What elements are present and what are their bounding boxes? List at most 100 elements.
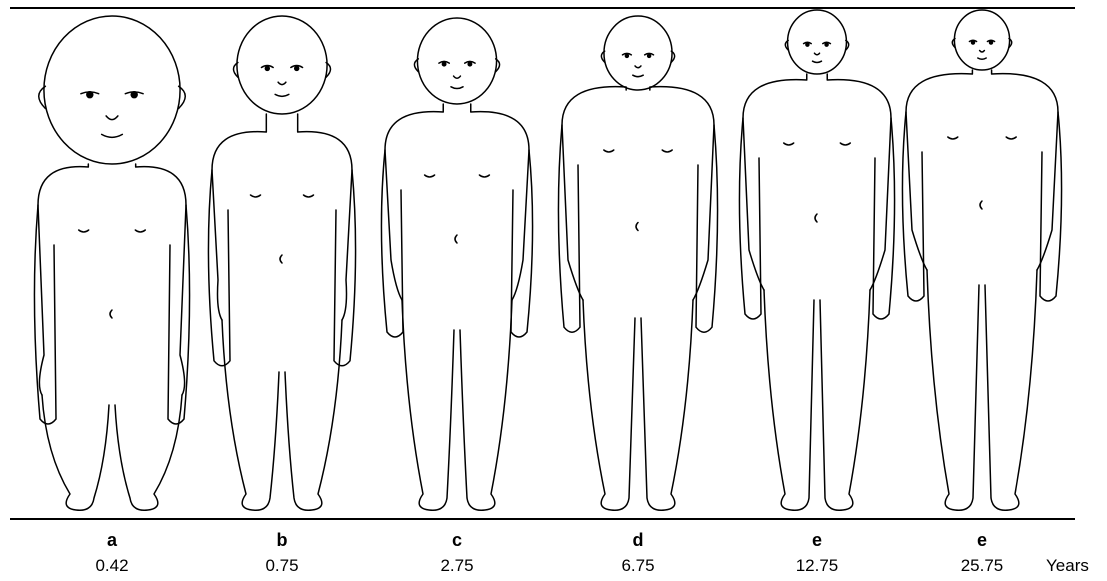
left-arm — [34, 205, 56, 424]
right-nipple — [1006, 137, 1016, 139]
left-leg — [583, 300, 635, 510]
right-arm — [511, 150, 533, 337]
left-pupil — [625, 54, 628, 57]
torso-left — [385, 104, 443, 300]
navel — [980, 201, 982, 209]
right-nipple — [662, 150, 672, 152]
mouth — [451, 87, 463, 89]
label-b: b — [242, 530, 322, 551]
torso-right — [136, 164, 186, 395]
figure-e-adult — [902, 10, 1061, 510]
left-pupil — [806, 43, 809, 46]
right-leg — [641, 300, 693, 510]
figure-a — [34, 16, 189, 510]
torso-left — [743, 74, 807, 290]
nose — [454, 76, 461, 78]
right-leg — [460, 300, 512, 510]
left-arm — [208, 170, 230, 366]
age-b: 0.75 — [242, 556, 322, 576]
left-arm — [381, 150, 403, 337]
nose — [106, 116, 118, 120]
right-leg — [115, 395, 182, 510]
age-e-teen: 12.75 — [777, 556, 857, 576]
mouth — [978, 58, 986, 59]
mouth — [633, 75, 643, 76]
figure-e-teen — [739, 10, 894, 510]
torso-right — [992, 70, 1058, 270]
age-e-adult: 25.75 — [942, 556, 1022, 576]
label-a: a — [72, 530, 152, 551]
age-d: 6.75 — [598, 556, 678, 576]
head — [788, 10, 847, 74]
navel — [815, 214, 817, 222]
torso-left — [906, 70, 972, 270]
mouth — [275, 94, 289, 96]
left-nipple — [79, 230, 89, 232]
label-d: d — [598, 530, 678, 551]
navel — [455, 235, 457, 243]
left-arm — [739, 118, 761, 319]
left-leg — [764, 290, 814, 510]
mouth — [102, 134, 123, 137]
left-nipple — [604, 150, 614, 152]
right-leg — [820, 290, 870, 510]
left-nipple — [425, 175, 435, 177]
left-nipple — [948, 137, 958, 139]
torso-left — [212, 114, 266, 320]
head — [417, 18, 496, 104]
nose — [980, 51, 985, 53]
right-pupil — [295, 66, 299, 70]
figure-c — [381, 18, 532, 510]
right-pupil — [468, 62, 471, 65]
right-nipple — [135, 230, 145, 232]
right-pupil — [131, 92, 137, 98]
torso-right — [298, 114, 352, 320]
years-unit-label: Years — [1046, 556, 1089, 576]
right-nipple — [304, 195, 314, 197]
left-pupil — [442, 62, 445, 65]
right-leg — [985, 270, 1037, 510]
torso-left — [562, 87, 626, 300]
left-arm — [902, 112, 924, 301]
right-arm — [873, 118, 895, 319]
right-arm — [696, 125, 718, 332]
torso-right — [827, 74, 891, 290]
left-pupil — [87, 92, 93, 98]
right-arm — [168, 205, 190, 424]
right-nipple — [840, 143, 850, 145]
navel — [280, 255, 282, 263]
right-pupil — [648, 54, 651, 57]
torso-left — [38, 164, 88, 395]
left-nipple — [251, 195, 261, 197]
head — [604, 16, 672, 90]
left-pupil — [265, 66, 269, 70]
left-nipple — [784, 143, 794, 145]
age-a: 0.42 — [72, 556, 152, 576]
age-c: 2.75 — [417, 556, 497, 576]
torso-right — [471, 104, 529, 300]
head — [954, 10, 1009, 70]
head — [237, 16, 327, 114]
right-nipple — [479, 175, 489, 177]
left-pupil — [972, 41, 975, 44]
right-arm — [1040, 112, 1062, 301]
navel — [110, 310, 112, 318]
left-leg — [927, 270, 979, 510]
nose — [814, 53, 819, 55]
label-e-teen: e — [777, 530, 857, 551]
mouth — [813, 61, 822, 62]
right-arm — [334, 170, 356, 366]
label-c: c — [417, 530, 497, 551]
nose — [635, 66, 641, 68]
navel — [636, 223, 638, 231]
right-pupil — [825, 43, 828, 46]
torso-right — [650, 87, 714, 300]
head — [44, 16, 180, 164]
left-leg — [42, 395, 109, 510]
label-e-adult: e — [942, 530, 1022, 551]
figure-d — [558, 16, 717, 510]
left-leg — [402, 300, 454, 510]
right-pupil — [990, 41, 993, 44]
figure-b — [208, 16, 355, 510]
